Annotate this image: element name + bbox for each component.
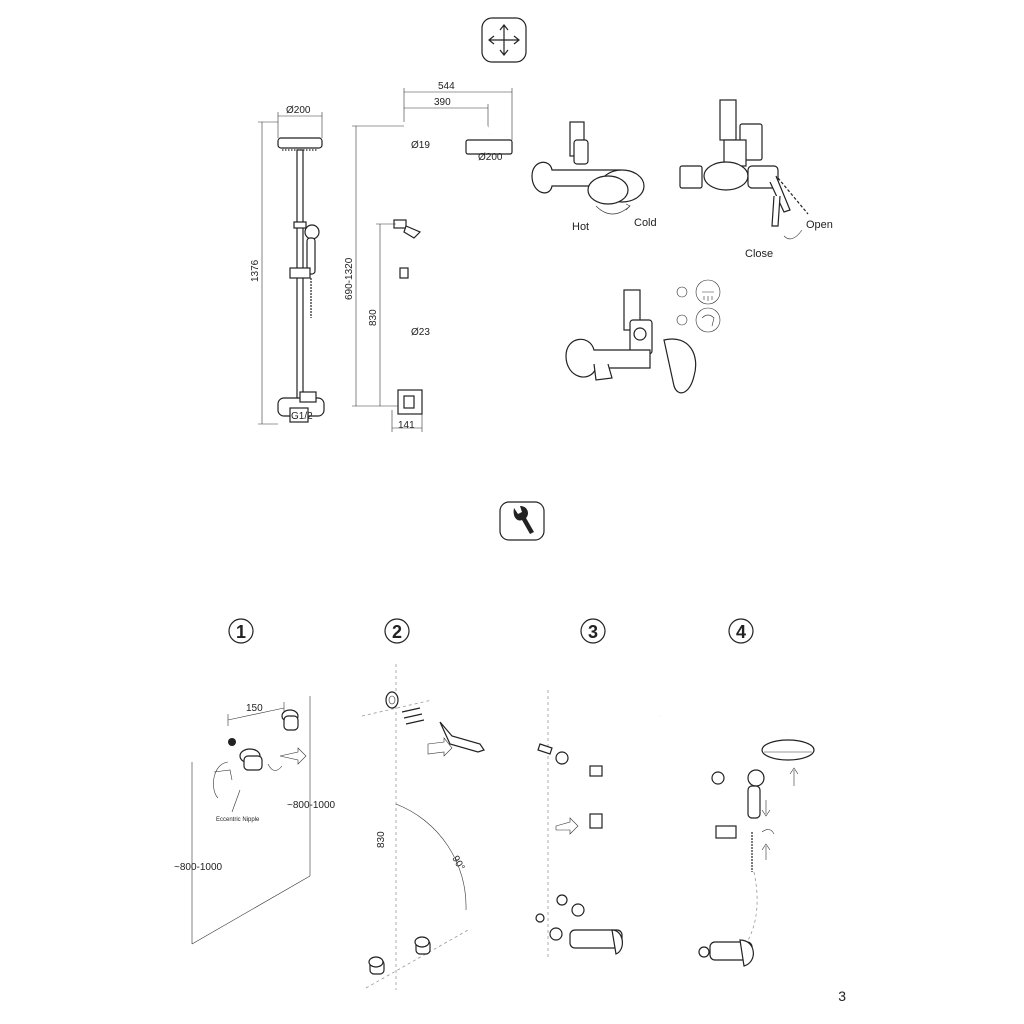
step-4-badge: 4: [728, 618, 754, 644]
dim-lower-height: 830: [368, 309, 379, 326]
step-3-diagram: [535, 682, 662, 960]
svg-text:2: 2: [392, 622, 402, 642]
close-label: Close: [745, 248, 773, 260]
valve-open-close: Open Close: [679, 99, 833, 260]
height-range-b: ~800-1000: [174, 862, 223, 873]
step-1-diagram: 150 Eccentric Nipple ~800-1000 ~800-1000: [174, 696, 336, 945]
svg-text:4: 4: [736, 622, 746, 642]
dim-arm: 390: [434, 97, 451, 108]
dim-depth: 141: [398, 420, 415, 431]
dimensions-icon: [481, 17, 527, 63]
dim-head-front: Ø200: [286, 105, 311, 116]
front-view-shower: Ø200 G1/2 1376: [250, 105, 325, 425]
dim-riser: Ø19: [411, 140, 430, 151]
side-view-shower: 544 390 Ø200 Ø19 Ø23 690-1320 830 141: [344, 81, 513, 432]
svg-text:1: 1: [236, 622, 246, 642]
open-label: Open: [806, 219, 833, 231]
eccentric-nipple-label: Eccentric Nipple: [216, 817, 260, 823]
dim-inlet: G1/2: [291, 411, 313, 422]
dim-total-height: 1376: [250, 259, 261, 282]
mixer-diverter: [565, 279, 721, 394]
svg-text:3: 3: [588, 622, 598, 642]
cold-label: Cold: [634, 217, 657, 229]
step-1-badge: 1: [228, 618, 254, 644]
angle-90: 90°: [449, 854, 466, 873]
dim-lower-pipe: Ø23: [411, 327, 430, 338]
step-4-diagram: [698, 692, 815, 967]
height-range-a: ~800-1000: [287, 800, 336, 811]
dim-head-side: Ø200: [478, 152, 503, 163]
dim-adjust-height: 690-1320: [344, 257, 355, 300]
spacing-150: 150: [246, 703, 263, 714]
page-number: 3: [838, 988, 846, 1004]
step-2-badge: 2: [384, 618, 410, 644]
step-3-badge: 3: [580, 618, 606, 644]
hot-label: Hot: [572, 221, 589, 233]
step-2-diagram: 830 90°: [361, 664, 485, 990]
dim-arm-total: 544: [438, 81, 455, 92]
mixer-hot-cold: Hot Cold: [531, 121, 657, 233]
wall-height-830: 830: [376, 831, 387, 848]
wrench-icon: [499, 501, 545, 541]
